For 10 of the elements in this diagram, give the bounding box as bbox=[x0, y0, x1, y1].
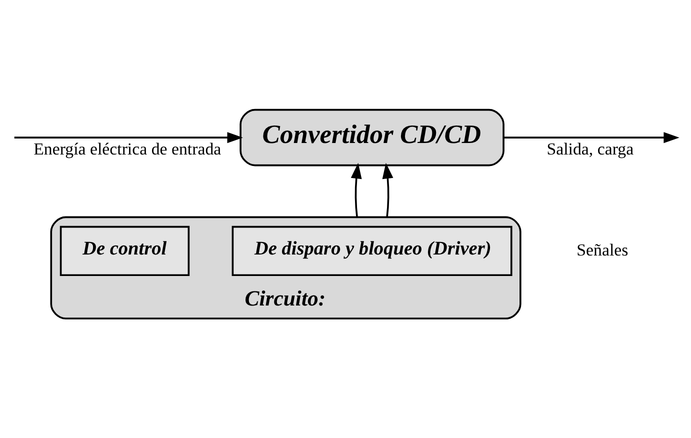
node-box: De disparo y bloqueo (Driver) bbox=[232, 226, 512, 276]
edge-label: Energía eléctrica de entrada bbox=[34, 140, 222, 159]
edge-label: Salida, carga bbox=[546, 140, 634, 159]
node-box: Convertidor CD/CD bbox=[240, 108, 504, 166]
arrow bbox=[14, 132, 243, 144]
arrow bbox=[350, 162, 362, 218]
arrow bbox=[504, 132, 680, 144]
node-box: De control bbox=[60, 226, 190, 276]
label: Señales bbox=[576, 240, 628, 260]
arrow bbox=[382, 162, 394, 218]
